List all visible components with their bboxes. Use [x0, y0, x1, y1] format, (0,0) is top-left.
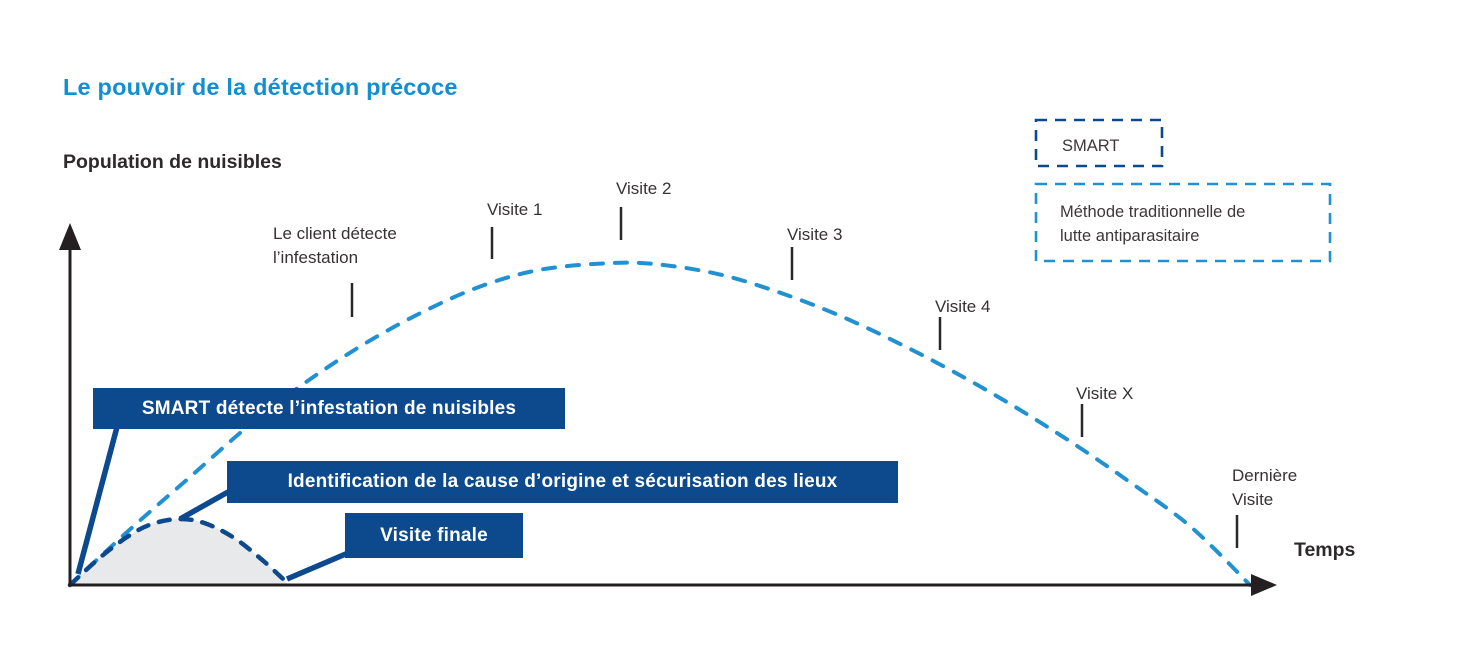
callout-line-smart-detects — [75, 426, 120, 575]
legend-item-traditional: Méthode traditionnelle de lutte antipara… — [1060, 203, 1246, 245]
annotation-visit-1: Visite 1 — [487, 200, 543, 219]
y-axis-label: Population de nuisibles — [63, 151, 282, 173]
callout-line-identification — [178, 489, 230, 522]
callout-final-visit: Visite finale — [345, 513, 523, 558]
smart-curve — [67, 516, 292, 588]
annotation-last-visit: Dernière Visite — [1232, 466, 1298, 510]
callout-smart-detects: SMART détecte l’infestation de nuisibles — [93, 388, 565, 429]
annotation-tick-marks — [350, 207, 1239, 548]
legend-smart-swatch — [1034, 118, 1164, 168]
annotation-visit-4: Visite 4 — [935, 297, 991, 316]
page-title: Le pouvoir de la détection précoce — [63, 74, 458, 100]
annotation-visit-2: Visite 2 — [616, 179, 672, 198]
smart-area-fill — [70, 518, 290, 585]
legend-traditional-swatch — [1034, 182, 1332, 263]
axes — [59, 223, 1277, 596]
annotation-visit-3: Visite 3 — [787, 225, 843, 244]
callout-identification: Identification de la cause d’origine et … — [227, 461, 898, 503]
callout-line-final-visit — [285, 550, 350, 582]
callout-lines — [75, 426, 350, 582]
annotation-client-detects: Le client détecte l’infestation — [273, 224, 397, 268]
x-axis-arrow-icon — [1251, 574, 1277, 596]
legend — [1034, 118, 1332, 263]
y-axis-arrow-icon — [59, 223, 81, 250]
x-axis-label: Temps — [1294, 539, 1356, 561]
legend-item-smart: SMART — [1062, 137, 1120, 155]
annotation-visit-x: Visite X — [1076, 384, 1134, 403]
